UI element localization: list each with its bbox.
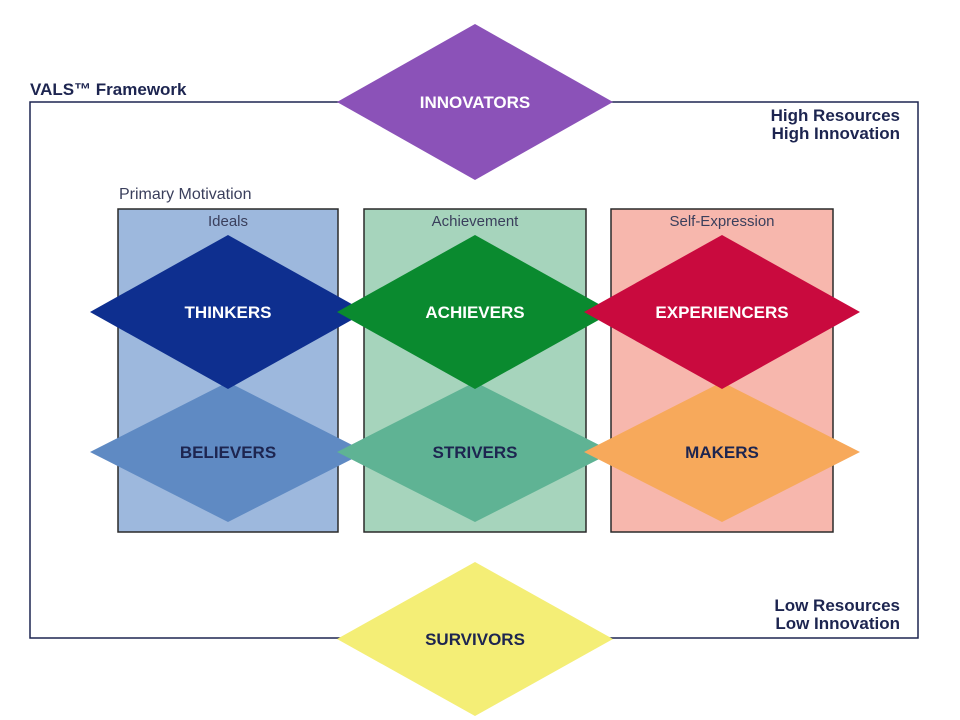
column-label-achievement: Achievement bbox=[432, 213, 520, 230]
label-innovators: INNOVATORS bbox=[420, 93, 531, 112]
low-resources-label: Low Resources bbox=[774, 596, 900, 615]
column-label-ideals: Ideals bbox=[208, 213, 248, 230]
diamond-innovators bbox=[337, 24, 613, 180]
diamond-achievers bbox=[337, 235, 613, 389]
label-survivors: SURVIVORS bbox=[425, 630, 525, 649]
diamond-experiencers bbox=[584, 235, 860, 389]
diamond-strivers bbox=[337, 382, 613, 522]
diamond-believers bbox=[90, 382, 366, 522]
low-innovation-label: Low Innovation bbox=[775, 614, 900, 633]
label-experiencers: EXPERIENCERS bbox=[655, 303, 788, 322]
label-strivers: STRIVERS bbox=[432, 443, 517, 462]
label-believers: BELIEVERS bbox=[180, 443, 276, 462]
primary-motivation-label: Primary Motivation bbox=[119, 186, 251, 203]
label-thinkers: THINKERS bbox=[185, 303, 272, 322]
label-makers: MAKERS bbox=[685, 443, 759, 462]
diamond-survivors bbox=[337, 562, 613, 716]
high-innovation-label: High Innovation bbox=[772, 124, 900, 143]
diamond-thinkers bbox=[90, 235, 366, 389]
label-achievers: ACHIEVERS bbox=[425, 303, 524, 322]
diamond-makers bbox=[584, 382, 860, 522]
framework-title: VALS™ Framework bbox=[30, 80, 187, 99]
high-resources-label: High Resources bbox=[771, 106, 900, 125]
column-label-self-expression: Self-Expression bbox=[669, 213, 774, 230]
